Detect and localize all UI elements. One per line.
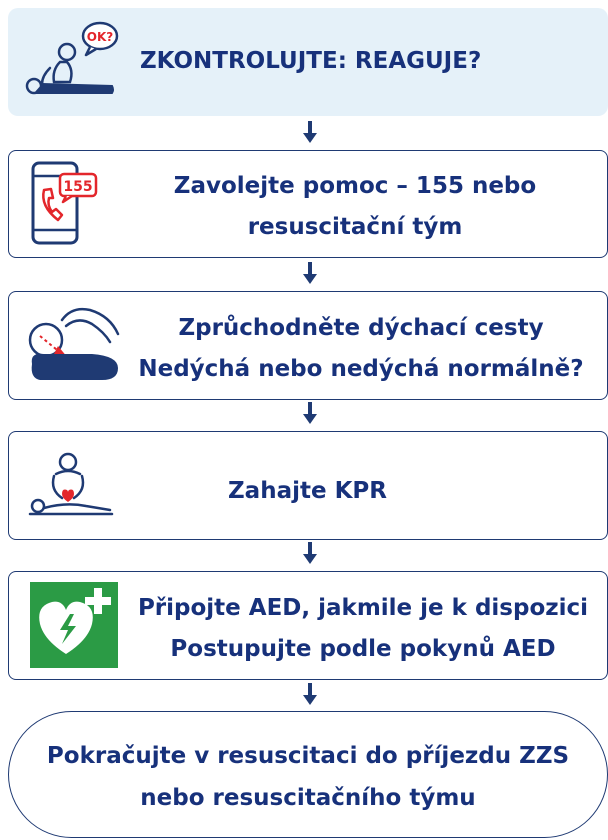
step-6-line-1: Pokračujte v resuscitaci do příjezdu ZZS <box>46 743 570 769</box>
step-6-line-2: nebo resuscitačního týmu <box>140 785 476 811</box>
aed-heart-icon <box>30 582 118 668</box>
step-3-line-2: Nedýchá nebo nedýchá normálně? <box>138 356 584 382</box>
arrow-down-icon <box>303 121 317 143</box>
phone-call-icon: 155 <box>31 161 98 245</box>
step-5-line-2: Postupujte podle pokynů AED <box>170 636 556 662</box>
arrow-down-icon <box>303 402 317 424</box>
airway-head-tilt-icon <box>28 307 120 380</box>
step-5-line-1: Připojte AED, jakmile je k dispozici <box>137 595 589 621</box>
step-4-text: Zahajte KPR <box>228 478 387 504</box>
cpr-compressions-icon <box>28 452 114 516</box>
step-start-cpr <box>8 431 608 540</box>
arrow-down-icon <box>303 542 317 564</box>
ok-bubble-text: OK? <box>87 30 114 44</box>
step-airway <box>8 291 608 400</box>
step-3-line-1: Zprůchodněte dýchací cesty <box>178 315 544 341</box>
person-ok-speech-icon: OK? <box>25 21 119 95</box>
step-1-text: ZKONTROLUJTE: REAGUJE? <box>140 48 482 74</box>
step-2-line-2: resuscitační tým <box>247 214 463 240</box>
phone-badge-text: 155 <box>63 179 92 195</box>
step-2-line-1: Zavolejte pomoc – 155 nebo <box>173 173 537 199</box>
arrow-down-icon <box>303 683 317 705</box>
step-call-help <box>8 150 608 258</box>
step-continue-cpr <box>8 711 608 838</box>
arrow-down-icon <box>303 262 317 284</box>
